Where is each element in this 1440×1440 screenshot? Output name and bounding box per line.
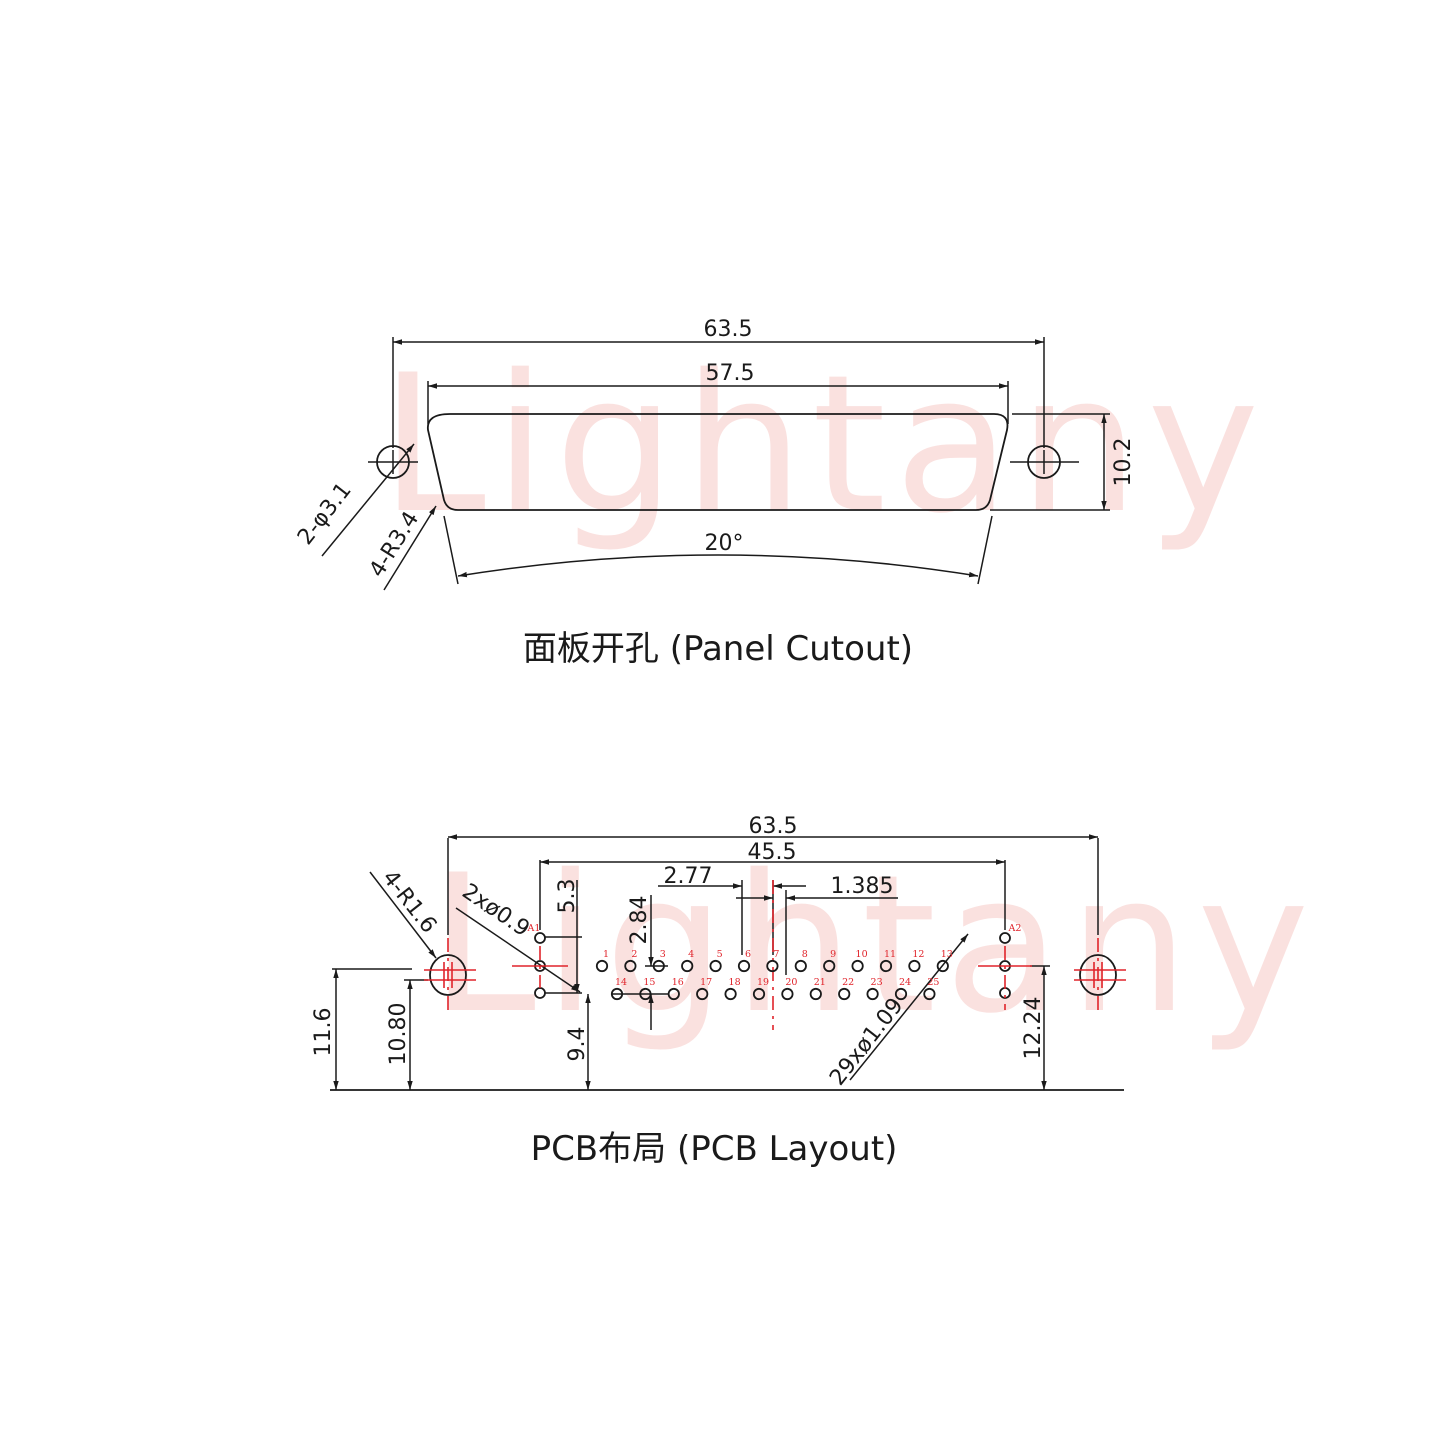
leader-pcb-corner-radius xyxy=(369,871,437,959)
top_row-hole xyxy=(794,959,807,973)
top_row-hole xyxy=(709,959,722,973)
leader-hole-dia xyxy=(321,443,415,557)
bottom_row-hole xyxy=(894,987,908,1001)
pin-row-bottom: 14 15 16 17 18 19 20 21 22 23 24 25 xyxy=(610,977,939,1001)
bottom_row-hole xyxy=(639,987,652,1001)
bottom_row-hole xyxy=(667,987,680,1001)
dim-a-pitch: 5.3 xyxy=(555,879,580,914)
bottom_row-hole xyxy=(724,987,737,1001)
pin-label-aux: A1 xyxy=(527,923,541,934)
dim-pin-span: 45.5 xyxy=(748,840,797,865)
top_row-hole xyxy=(936,959,949,973)
pin-label: 25 xyxy=(927,977,939,988)
pin-label: 23 xyxy=(871,977,883,988)
dim-half-pitch: 1.385 xyxy=(831,874,894,899)
pin-label: 1 xyxy=(603,949,609,960)
dim-angle: 20° xyxy=(705,531,744,556)
pin-label: 8 xyxy=(802,949,808,960)
pin-label: 11 xyxy=(884,949,896,960)
dim-overall-width: 63.5 xyxy=(704,317,753,342)
watermark-top: Lightany xyxy=(380,334,1267,555)
d-shell-cutout xyxy=(427,413,1009,511)
pin-label: 20 xyxy=(785,977,797,988)
leader-a-hole-dia xyxy=(455,907,581,993)
dim-pitch: 2.77 xyxy=(664,864,713,889)
pin-label: 13 xyxy=(941,949,953,960)
bottom_row-hole xyxy=(866,987,879,1001)
ext-line xyxy=(443,515,459,585)
dim-pcb-overall-width: 63.5 xyxy=(749,814,798,839)
dim-mount-height: 11.6 xyxy=(311,1008,336,1057)
pin-label: 16 xyxy=(672,977,684,988)
pin-label: 9 xyxy=(830,949,836,960)
aux-hole xyxy=(534,932,546,944)
pin-label: 21 xyxy=(814,977,826,988)
pin-label: 14 xyxy=(615,977,627,988)
pin-label: 19 xyxy=(757,977,769,988)
top_row-hole xyxy=(652,959,665,973)
pin-label: 12 xyxy=(912,949,924,960)
top_row-hole xyxy=(595,959,609,973)
bottom_row-hole xyxy=(696,987,709,1001)
dim-hole-dia: 2-φ3.1 xyxy=(293,478,357,550)
dim-shell-width: 57.5 xyxy=(706,361,755,386)
pin-label: 24 xyxy=(899,977,911,988)
top_row-hole xyxy=(681,959,694,973)
pin-label: 7 xyxy=(773,949,779,960)
top_row-hole xyxy=(879,959,893,973)
pin-label: 4 xyxy=(688,949,694,960)
dim-a-height: 12.24 xyxy=(1021,997,1046,1060)
leader-corner-radius xyxy=(383,505,437,591)
top_row-hole xyxy=(737,959,751,973)
bottom_row-hole xyxy=(923,987,936,1001)
dim-arc-angle xyxy=(457,554,979,578)
caption-pcb-layout: PCB布局 (PCB Layout) xyxy=(531,1129,898,1169)
top_row-hole xyxy=(908,959,921,973)
dim-row-height: 9.4 xyxy=(565,1027,590,1062)
pin-label: 6 xyxy=(745,949,751,960)
pcb-layout-view: 63.5 45.5 2.77 1.385 5.3 2.84 9.4 11 xyxy=(311,814,1126,1091)
dim-row-gap: 2.84 xyxy=(627,896,652,945)
leader-pin-hole-dia xyxy=(849,933,969,1081)
top_row-hole xyxy=(851,959,864,973)
pin-label: 3 xyxy=(660,949,666,960)
pin-label: 5 xyxy=(717,949,723,960)
pin-label-aux: A2 xyxy=(1008,923,1022,934)
top_row-hole xyxy=(624,959,637,973)
pin-label: 15 xyxy=(643,977,655,988)
pcb-mount-hole-left xyxy=(429,954,467,996)
bottom_row-hole xyxy=(809,987,822,1001)
caption-panel-cutout: 面板开孔 (Panel Cutout) xyxy=(523,629,913,669)
pin-label: 22 xyxy=(842,977,854,988)
pin-label: 18 xyxy=(729,977,741,988)
bottom_row-hole xyxy=(752,987,766,1001)
bottom_row-hole xyxy=(610,987,624,1001)
bottom_row-hole xyxy=(838,987,851,1001)
aux-hole xyxy=(999,932,1011,944)
pin-label: 17 xyxy=(700,977,712,988)
dim-height: 10.2 xyxy=(1111,438,1136,487)
pcb-mount-hole-right xyxy=(1079,954,1117,996)
dim-mount-height-inner: 10.80 xyxy=(386,1003,411,1066)
top_row-hole xyxy=(823,959,836,973)
ext-line xyxy=(977,515,993,585)
pin-label: 2 xyxy=(631,949,637,960)
top_row-hole xyxy=(766,959,779,973)
pin-label: 10 xyxy=(856,949,868,960)
bottom_row-hole xyxy=(781,987,794,1001)
